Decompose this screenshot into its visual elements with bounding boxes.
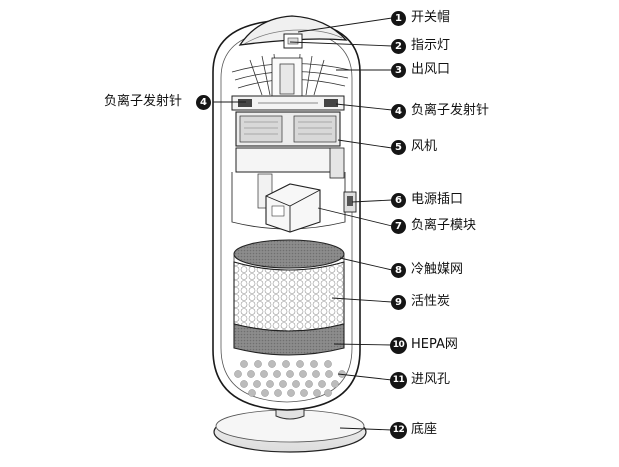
ion-module-housing [231, 172, 357, 233]
base-plate [213, 398, 367, 453]
inlet-hole [282, 360, 290, 368]
inlet-hole [310, 360, 318, 368]
leader-ion-module [317, 207, 393, 227]
callout-badge-6: 6 [391, 193, 406, 208]
inlet-hole [274, 389, 282, 397]
inlet-hole [240, 380, 248, 388]
inlet-hole [254, 360, 262, 368]
inlet-hole [266, 380, 274, 388]
inlet-hole [313, 389, 321, 397]
callout-label-carbon: 活性炭 [411, 294, 451, 309]
inlet-hole [247, 370, 255, 378]
ion-needle-assembly [231, 95, 345, 111]
inlet-hole [324, 389, 332, 397]
inlet-hole [299, 370, 307, 378]
inlet-hole [234, 370, 242, 378]
inlet-hole [324, 360, 332, 368]
inlet-hole [296, 360, 304, 368]
leader-cold-mesh [339, 257, 393, 271]
callout-badge-7: 7 [391, 219, 406, 234]
inlet-hole [300, 389, 308, 397]
callout-label-hepa: HEPA网 [411, 337, 458, 352]
callout-badge-9: 9 [391, 295, 406, 310]
inlet-hole [331, 380, 339, 388]
leader-ion-right [335, 103, 393, 111]
callout-label-indicator-text: 指示灯 [411, 38, 451, 53]
activated-carbon-filter [233, 261, 345, 332]
inlet-hole [260, 370, 268, 378]
leader-indicator [289, 41, 393, 47]
callout-label-ion-right: 负离子发射针 [411, 103, 490, 118]
leader-power [351, 199, 393, 203]
inlet-hole [248, 389, 256, 397]
inlet-hole [240, 360, 248, 368]
inlet-hole [312, 370, 320, 378]
leader-base [339, 427, 393, 431]
callout-label-fan: 风机 [411, 139, 438, 154]
callout-badge-4-left: 4 [196, 95, 211, 110]
fan-unit [235, 111, 345, 179]
inlet-hole [292, 380, 300, 388]
callout-label-ion-module: 负离子模块 [411, 218, 477, 233]
inlet-hole [261, 389, 269, 397]
leader-lines [213, 17, 393, 431]
leader-fan [337, 139, 393, 149]
inlet-hole [287, 389, 295, 397]
inlet-hole [305, 380, 313, 388]
inlet-hole [318, 380, 326, 388]
callout-label-inlet: 进风孔 [411, 372, 451, 387]
inlet-hole [279, 380, 287, 388]
callout-label-cap: 开关帽 [411, 10, 451, 25]
callout-label-power: 电源插口 [411, 192, 464, 207]
hepa-filter [233, 323, 345, 356]
callout-label-cold-mesh: 冷触媒网 [411, 262, 464, 277]
top-cap [238, 15, 348, 49]
callout-badge-11: 11 [390, 372, 407, 389]
inlet-hole [325, 370, 333, 378]
outlet-vents [231, 53, 351, 99]
inlet-hole [286, 370, 294, 378]
callout-badge-10: 10 [390, 337, 407, 354]
callout-label-base: 底座 [411, 422, 438, 437]
leader-carbon [331, 297, 393, 303]
leader-cap [297, 17, 393, 33]
callout-label-outlet: 出风口 [411, 62, 451, 77]
callout-badge-4-right: 4 [391, 104, 406, 119]
callout-badge-1: 1 [391, 11, 406, 26]
inlet-hole [268, 360, 276, 368]
callout-badge-3: 3 [391, 63, 406, 78]
callout-badge-12: 12 [390, 422, 407, 439]
inlet-hole [273, 370, 281, 378]
leader-inlet [337, 373, 393, 381]
leader-hepa [333, 343, 393, 346]
callout-label-ion-left: 负离子发射针 [104, 94, 183, 109]
callout-badge-2: 2 [391, 39, 406, 54]
callout-badge-5: 5 [391, 140, 406, 155]
callout-badge-8: 8 [391, 263, 406, 278]
inlet-holes [234, 360, 346, 397]
inlet-hole [253, 380, 261, 388]
